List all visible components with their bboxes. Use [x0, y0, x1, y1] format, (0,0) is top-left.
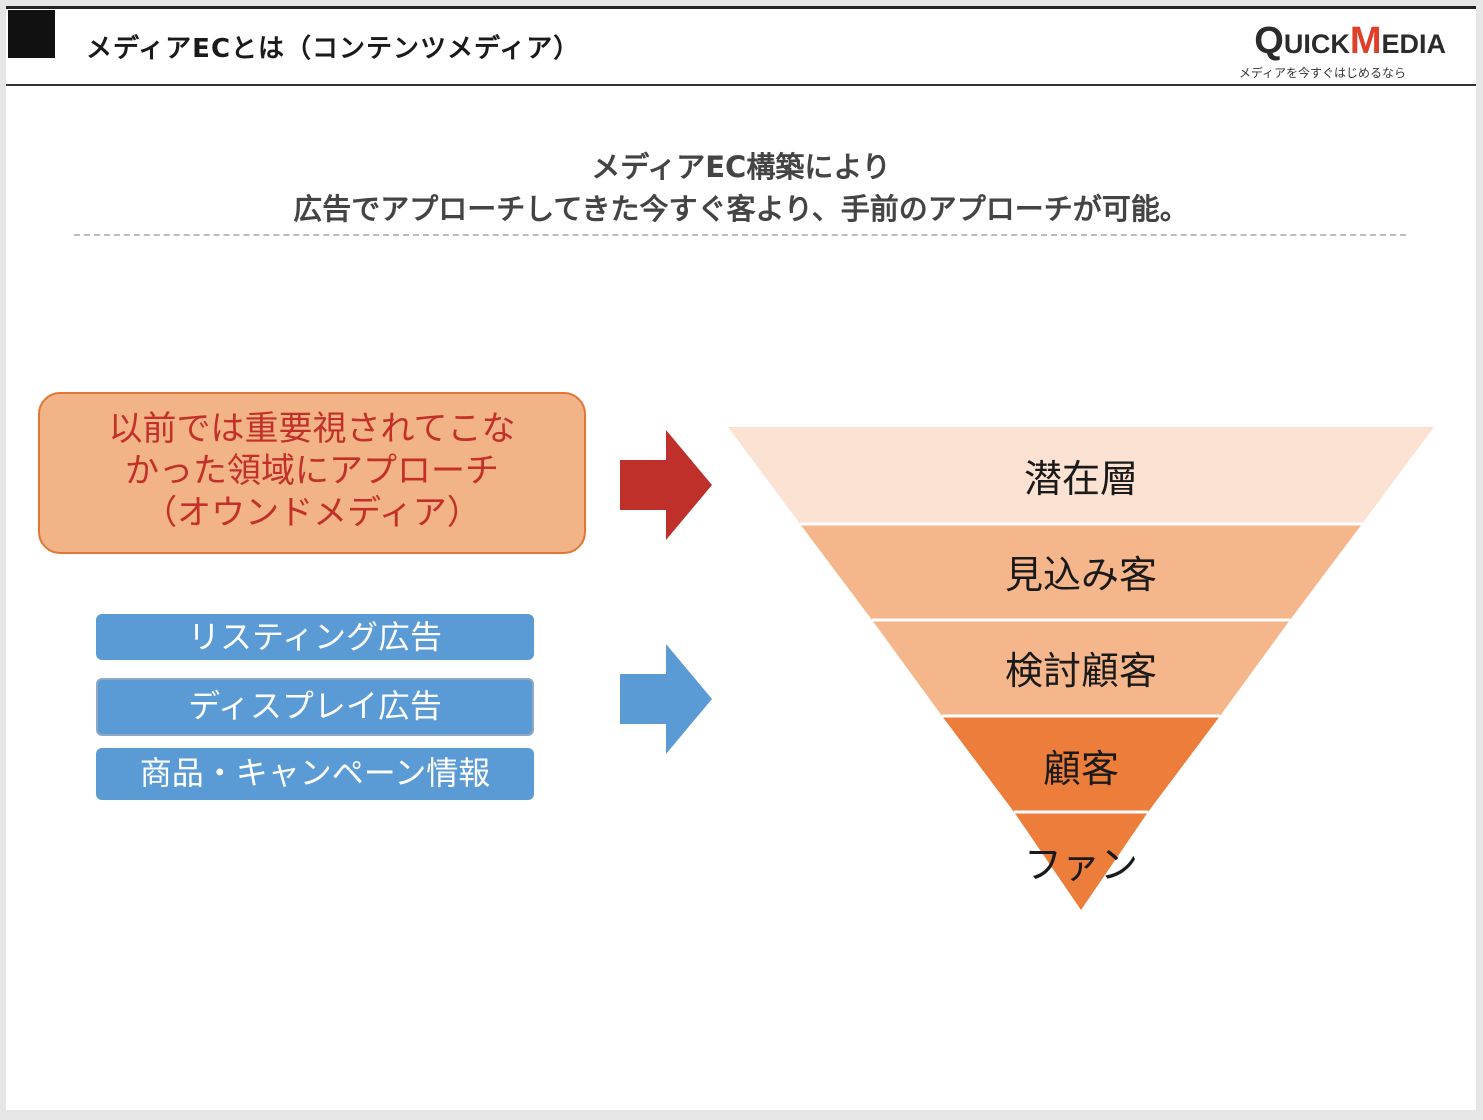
logo-wordmark: QuickMedia — [1254, 20, 1446, 62]
funnel-stage-latent — [728, 427, 1434, 524]
top-rule — [6, 6, 1476, 9]
funnel-stage-considering — [872, 620, 1290, 716]
funnel-label-customer: 顧客 — [1042, 747, 1119, 791]
red-arrow-shape — [620, 430, 712, 540]
right-arrow-icon — [620, 644, 712, 754]
lead-text-line-1: メディアEC構築により — [591, 150, 891, 184]
ad-channel-display: ディスプレイ広告 — [96, 678, 534, 736]
owned-media-line-3: （オウンドメディア） — [143, 493, 481, 533]
corner-block — [8, 10, 55, 58]
funnel-label-prospect: 見込み客 — [1004, 553, 1157, 597]
blue-arrow-shape — [620, 644, 712, 754]
right-arrow-icon — [620, 430, 712, 540]
owned-media-callout: 以前では重要視されてこな かった領域にアプローチ （オウンドメディア） — [38, 392, 586, 554]
owned-media-line-2: かった領域にアプローチ — [125, 451, 499, 491]
ad-channel-listing: リスティング広告 — [96, 614, 534, 660]
lead-text-line-2: 広告でアプローチしてきた今すぐ客より、手前のアプローチが可能。 — [293, 192, 1189, 226]
funnel-stage-customer — [942, 716, 1220, 812]
quickmedia-logo: QuickMedia メディアを今すぐはじめるなら — [1166, 20, 1446, 82]
funnel-stage-prospect — [800, 524, 1362, 620]
page-title: メディアECとは（コンテンツメディア） — [86, 34, 581, 64]
funnel-stage-fan — [1014, 812, 1148, 910]
dashed-divider — [74, 234, 1406, 236]
funnel-label-latent: 潜在層 — [1023, 457, 1138, 501]
funnel-diagram — [728, 427, 1434, 910]
slide: メディアECとは（コンテンツメディア） QuickMedia メディアを今すぐは… — [6, 6, 1476, 1110]
funnel-label-considering: 検討顧客 — [1004, 649, 1157, 693]
owned-media-line-1: 以前では重要視されてこな — [108, 409, 516, 449]
funnel-label-fan: ファン — [1023, 843, 1138, 887]
ad-channel-campaign: 商品・キャンペーン情報 — [96, 748, 534, 800]
logo-tagline: メディアを今すぐはじめるなら — [1238, 66, 1406, 80]
header-divider — [6, 84, 1476, 86]
